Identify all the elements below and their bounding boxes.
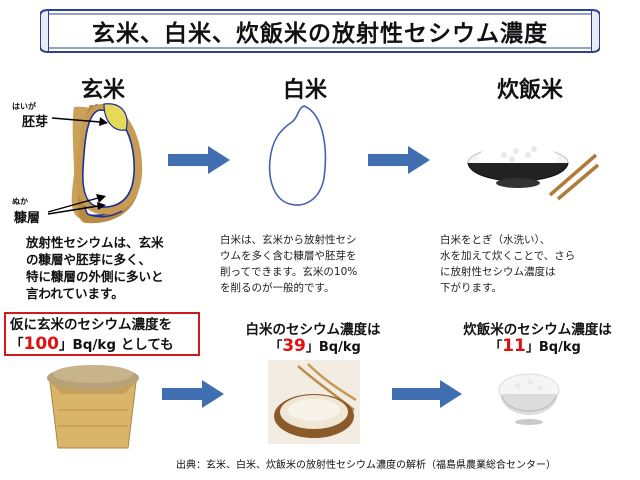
premise-box: 仮に玄米のセシウム濃度を 「100」Bq/kg としても	[4, 312, 200, 356]
white-rice-grain	[268, 105, 327, 206]
embryo-pointer-arrow	[51, 117, 108, 126]
description-line: 白米は、玄米から放射性セシ	[220, 234, 357, 246]
cooked-rice-bowl-photo	[490, 364, 568, 434]
open-bracket: 「	[489, 340, 503, 355]
description-brown-rice: 放射性セシウムは、玄米 の糠層や胚芽に多く、 特に糠層の外側に多いと 言われてい…	[26, 234, 216, 302]
bran-label: 糠層	[14, 211, 41, 226]
brown-rice-grain	[75, 103, 143, 215]
close-bracket: 」	[59, 337, 73, 353]
description-line: 白米をとぎ（水洗い）、	[440, 234, 551, 246]
description-line: 放射性セシウムは、玄米	[26, 235, 164, 250]
heading-white-rice: 白米	[282, 78, 327, 103]
heading-cooked-rice: 炊飯米	[496, 78, 563, 103]
rice-bowl-with-chopsticks	[467, 145, 600, 201]
description-line: 削ってできます。玄米の10%	[220, 266, 358, 278]
open-bracket: 「	[10, 337, 24, 353]
premise-suffix: としても	[120, 337, 174, 353]
page-title: 玄米、白米、炊飯米の放射性セシウム濃度	[92, 21, 548, 47]
brown-rice-concentration-value: 100	[23, 334, 60, 354]
unit: Bq/kg	[318, 340, 361, 355]
description-line: 下がります。	[440, 282, 502, 294]
white-rice-concentration-value: 39	[282, 336, 306, 356]
cooked-rice-concentration-value: 11	[502, 336, 526, 356]
description-white-rice: 白米は、玄米から放射性セシ ウムを多く含む糠層や胚芽を 削ってできます。玄米の1…	[220, 232, 410, 296]
description-line: に放射性セシウム濃度は	[440, 266, 556, 278]
close-bracket: 」	[305, 340, 319, 355]
open-bracket: 「	[269, 340, 283, 355]
arrow-white-to-cooked-value	[392, 380, 462, 408]
description-line: 言われています。	[26, 286, 124, 301]
embryo-label: 胚芽	[22, 115, 49, 130]
cooked-rice-concentration-label: 炊飯米のセシウム濃度は	[463, 322, 612, 338]
unit: Bq/kg	[538, 340, 581, 355]
description-cooked-rice: 白米をとぎ（水洗い）、 水を加えて炊くことで、さら に放射性セシウム濃度は 下が…	[440, 232, 630, 296]
description-line: の糠層や胚芽に多く、	[26, 252, 152, 267]
white-rice-concentration: 「39」Bq/kg	[250, 336, 380, 356]
arrow-brown-to-white	[168, 146, 230, 174]
arrow-brown-to-white-value	[162, 380, 224, 408]
close-bracket: 」	[525, 340, 539, 355]
description-line: を削るのが一般的です。	[220, 282, 335, 294]
white-rice-photo	[268, 360, 360, 444]
brown-rice-masu-photo	[47, 365, 139, 449]
description-line: ウムを多く含む糠層や胚芽を	[220, 250, 357, 262]
bran-pointer-arrows	[47, 194, 106, 215]
bran-ruby: ぬか	[12, 197, 28, 206]
premise-line1: 仮に玄米のセシウム濃度を	[10, 317, 172, 333]
description-line: 水を加えて炊くことで、さら	[440, 250, 576, 262]
title-banner: 玄米、白米、炊飯米の放射性セシウム濃度	[40, 6, 600, 56]
scroll-banner-shape	[40, 9, 600, 53]
heading-brown-rice: 玄米	[80, 78, 125, 103]
white-rice-concentration-label: 白米のセシウム濃度は	[245, 322, 381, 338]
arrow-white-to-cooked	[368, 146, 430, 174]
description-line: 特に糠層の外側に多いと	[26, 269, 164, 284]
source-citation: 出典：玄米、白米、炊飯米の放射性セシウム濃度の解析（福島県農業総合センター）	[176, 460, 556, 471]
cooked-rice-concentration: 「11」Bq/kg	[470, 336, 600, 356]
unit: Bq/kg	[72, 337, 117, 353]
embryo-ruby: はいが	[12, 102, 36, 111]
premise-line2: 「100」Bq/kg としても	[10, 335, 194, 355]
